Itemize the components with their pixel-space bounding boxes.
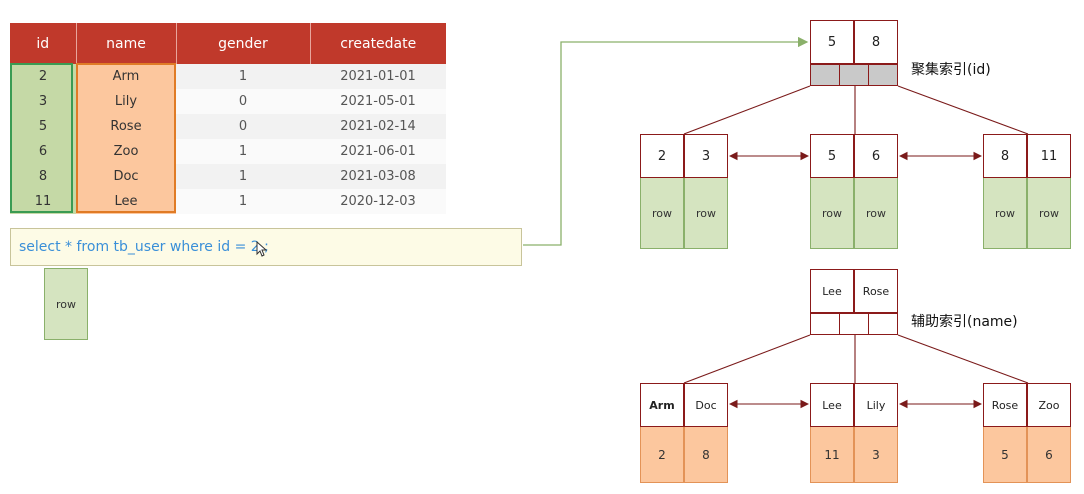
- clustered-leaf-key: 6: [854, 134, 898, 178]
- clustered-link-left: [683, 85, 811, 135]
- table-header-row: id name gender createdate: [10, 23, 446, 64]
- mouse-cursor-icon: [256, 241, 268, 257]
- cell-id: 5: [10, 114, 76, 139]
- table-row: 11 Lee 1 2020-12-03: [10, 189, 446, 214]
- cell-gender: 1: [176, 64, 310, 89]
- clustered-leaf-key: 11: [1027, 134, 1071, 178]
- cell-id: 11: [10, 189, 76, 214]
- clustered-leaf-row: row: [810, 178, 854, 249]
- cell-createdate: 2021-06-01: [310, 139, 446, 164]
- cell-id: 2: [10, 64, 76, 89]
- secondary-root-pointer: [868, 313, 898, 335]
- cell-createdate: 2021-05-01: [310, 89, 446, 114]
- clustered-leaf-key: 5: [810, 134, 854, 178]
- secondary-root-pointer: [810, 313, 840, 335]
- secondary-leaf-key: Lee: [810, 383, 854, 427]
- clustered-leaf-key: 2: [640, 134, 684, 178]
- query-result-row: row: [44, 268, 88, 340]
- header-id: id: [10, 23, 76, 64]
- secondary-leaf-id: 8: [684, 427, 728, 483]
- table-row: 2 Arm 1 2021-01-01: [10, 64, 446, 89]
- cell-gender: 1: [176, 189, 310, 214]
- header-createdate: createdate: [309, 23, 446, 64]
- sql-query: select * from tb_user where id = 2 ;: [10, 228, 522, 266]
- cell-createdate: 2021-01-01: [310, 64, 446, 89]
- secondary-leaf-key: Arm: [640, 383, 684, 427]
- clustered-leaf-key: 8: [983, 134, 1027, 178]
- header-name: name: [75, 23, 176, 64]
- cell-createdate: 2020-12-03: [310, 189, 446, 214]
- clustered-root-pointer: [868, 64, 898, 86]
- secondary-leaf-key: Zoo: [1027, 383, 1071, 427]
- cell-name: Zoo: [76, 139, 176, 164]
- secondary-index-label: 辅助索引(name): [911, 314, 1018, 330]
- secondary-leaf-id: 5: [983, 427, 1027, 483]
- cell-id: 3: [10, 89, 76, 114]
- clustered-link-right: [897, 85, 1029, 135]
- secondary-leaf-key: Lily: [854, 383, 898, 427]
- clustered-root-key: 8: [854, 20, 898, 64]
- secondary-leaf-id: 2: [640, 427, 684, 483]
- clustered-root-pointer: [810, 64, 840, 86]
- cell-name: Lily: [76, 89, 176, 114]
- table-row: 3 Lily 0 2021-05-01: [10, 89, 446, 114]
- secondary-leaf-key: Doc: [684, 383, 728, 427]
- clustered-index-label: 聚集索引(id): [911, 62, 991, 78]
- cell-gender: 1: [176, 139, 310, 164]
- cell-gender: 0: [176, 114, 310, 139]
- table-row: 5 Rose 0 2021-02-14: [10, 114, 446, 139]
- clustered-leaf-row: row: [983, 178, 1027, 249]
- table-row: 8 Doc 1 2021-03-08: [10, 164, 446, 189]
- clustered-root-pointer: [839, 64, 869, 86]
- clustered-leaf-row: row: [1027, 178, 1071, 249]
- secondary-link-left: [683, 334, 811, 384]
- cell-name: Doc: [76, 164, 176, 189]
- cell-name: Arm: [76, 64, 176, 89]
- secondary-root-key: Rose: [854, 269, 898, 313]
- secondary-root-pointer: [839, 313, 869, 335]
- table-row: 6 Zoo 1 2021-06-01: [10, 139, 446, 164]
- secondary-leaf-id: 3: [854, 427, 898, 483]
- secondary-leaf-id: 11: [810, 427, 854, 483]
- query-arrow: [523, 36, 809, 246]
- cell-name: Rose: [76, 114, 176, 139]
- clustered-leaf-row: row: [684, 178, 728, 249]
- clustered-leaf-key: 3: [684, 134, 728, 178]
- cell-id: 8: [10, 164, 76, 189]
- secondary-link-right: [897, 334, 1029, 384]
- cell-createdate: 2021-03-08: [310, 164, 446, 189]
- clustered-leaf-row: row: [854, 178, 898, 249]
- cell-gender: 1: [176, 164, 310, 189]
- user-table: id name gender createdate 2 Arm 1 2021-0…: [10, 23, 446, 214]
- cell-id: 6: [10, 139, 76, 164]
- secondary-leaf-key: Rose: [983, 383, 1027, 427]
- clustered-root-key: 5: [810, 20, 854, 64]
- secondary-root-key: Lee: [810, 269, 854, 313]
- cell-name: Lee: [76, 189, 176, 214]
- header-gender: gender: [175, 23, 310, 64]
- clustered-leaf-row: row: [640, 178, 684, 249]
- secondary-leaf-id: 6: [1027, 427, 1071, 483]
- cell-createdate: 2021-02-14: [310, 114, 446, 139]
- cell-gender: 0: [176, 89, 310, 114]
